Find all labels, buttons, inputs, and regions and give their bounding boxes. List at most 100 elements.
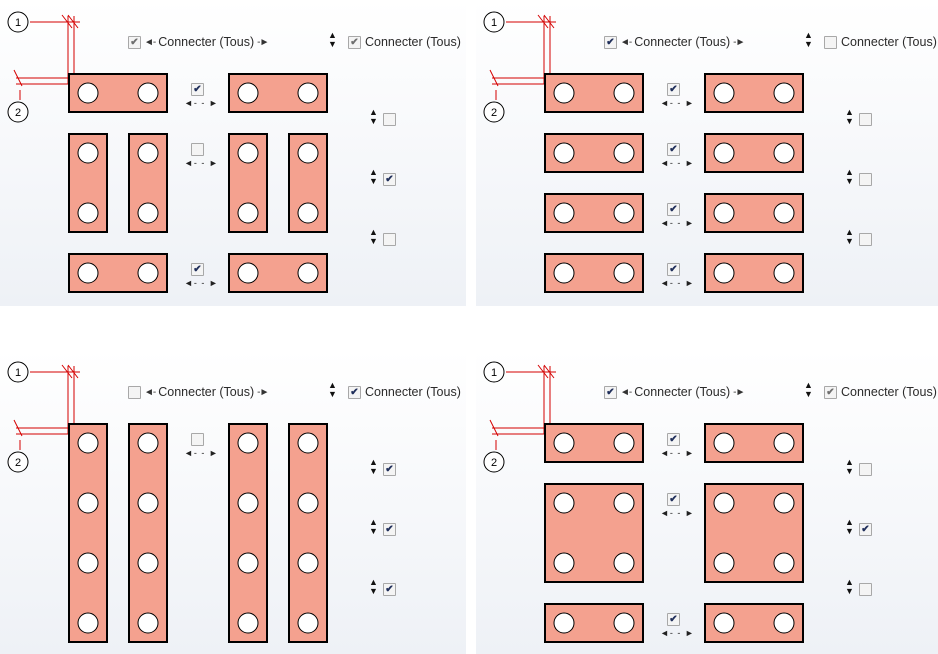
top-connect-checkbox[interactable] [604, 385, 617, 399]
row-connect-checkbox[interactable] [667, 143, 680, 156]
side-connect-checkbox[interactable] [383, 173, 396, 186]
bolt-hole [713, 142, 735, 164]
right-connect-control[interactable]: Connecter (Tous) [348, 385, 461, 399]
bolt-hole [137, 262, 159, 284]
bolt-hole [613, 82, 635, 104]
left-arrow-icon: ◄- [620, 386, 632, 398]
row-connect-checkbox[interactable] [191, 433, 204, 446]
row-connect-checkbox[interactable] [191, 263, 204, 276]
up-down-arrows-icon: ▲▼ [804, 380, 813, 399]
up-down-arrows-icon: ▲▼ [369, 577, 378, 596]
bolt-hole [713, 432, 735, 454]
right-connect-checkbox[interactable] [824, 385, 837, 399]
dimension-lines [13, 364, 90, 450]
bolt-hole [137, 432, 159, 454]
bolt-hole [773, 432, 795, 454]
right-connect-label: Connecter (Tous) [841, 35, 937, 49]
marker-1-label: 1 [15, 17, 21, 29]
bolt-hole [137, 202, 159, 224]
side-connect-checkbox[interactable] [859, 173, 872, 186]
bolt-hole [237, 552, 259, 574]
h-arrows-icon: ◄- - ► [660, 158, 695, 168]
top-connect-checkbox[interactable] [128, 35, 141, 49]
side-connect-checkbox[interactable] [859, 113, 872, 126]
side-connect-checkbox[interactable] [383, 523, 396, 536]
bolt-hole [553, 492, 575, 514]
side-connect-checkbox[interactable] [859, 583, 872, 596]
right-connect-checkbox[interactable] [348, 385, 361, 399]
bolt-hole [77, 432, 99, 454]
h-arrows-icon: ◄- - ► [184, 278, 219, 288]
side-connect-checkbox[interactable] [859, 233, 872, 246]
up-down-arrows-icon: ▲▼ [369, 107, 378, 126]
h-arrows-icon: ◄- - ► [184, 448, 219, 458]
row-connect-checkbox[interactable] [667, 433, 680, 446]
bolt-hole [613, 492, 635, 514]
right-connect-label: Connecter (Tous) [841, 385, 937, 399]
bolt-hole [713, 492, 735, 514]
top-connect-control[interactable]: ◄- Connecter (Tous) -► [604, 385, 747, 399]
row-connect-checkbox[interactable] [667, 203, 680, 216]
side-connect-checkbox[interactable] [383, 233, 396, 246]
row-connect-checkbox[interactable] [191, 83, 204, 96]
top-connect-control[interactable]: ◄- Connecter (Tous) -► [128, 385, 271, 399]
row-connect-checkbox[interactable] [667, 613, 680, 626]
side-connect-checkbox[interactable] [383, 463, 396, 476]
marker-1 [7, 11, 29, 33]
side-connect-checkbox[interactable] [859, 523, 872, 536]
marker-1-label: 1 [491, 17, 497, 29]
h-arrows-icon: ◄- - ► [660, 508, 695, 518]
bolt-hole [713, 612, 735, 634]
right-connect-checkbox[interactable] [348, 35, 361, 49]
bolt-hole [137, 142, 159, 164]
left-arrow-icon: ◄- [144, 386, 156, 398]
row-connect-checkbox[interactable] [191, 143, 204, 156]
marker-1-label: 1 [491, 367, 497, 379]
right-connect-checkbox[interactable] [824, 35, 837, 49]
bolt-holes [553, 82, 795, 284]
up-down-arrows-icon: ▲▼ [369, 517, 378, 536]
right-connect-label: Connecter (Tous) [365, 385, 461, 399]
bolt-hole [713, 82, 735, 104]
top-connect-control[interactable]: ◄- Connecter (Tous) -► [604, 35, 747, 49]
top-connect-control[interactable]: ◄- Connecter (Tous) -► [128, 35, 271, 49]
h-arrows-icon: ◄- - ► [660, 218, 695, 228]
right-connect-control[interactable]: Connecter (Tous) [824, 35, 937, 49]
panel-4: 1 2 ◄- Connecter (Tous) -► ▲▼ Connecter … [476, 350, 938, 654]
bolt-hole [77, 492, 99, 514]
bolt-hole [613, 202, 635, 224]
bolt-hole [77, 552, 99, 574]
marker-2 [483, 101, 505, 123]
row-connect-checkbox[interactable] [667, 83, 680, 96]
marker-2 [7, 101, 29, 123]
right-connect-control[interactable]: Connecter (Tous) [824, 385, 937, 399]
side-connect-checkbox[interactable] [383, 113, 396, 126]
up-down-arrows-icon: ▲▼ [845, 577, 854, 596]
bolt-hole [237, 492, 259, 514]
top-connect-checkbox[interactable] [604, 35, 617, 49]
plate-diagram: 1 2 [7, 11, 328, 293]
bolt-hole [553, 612, 575, 634]
plate [68, 423, 108, 643]
h-arrows-icon: ◄- - ► [660, 278, 695, 288]
row-connect-checkbox[interactable] [667, 493, 680, 506]
top-connect-label: Connecter (Tous) [158, 385, 255, 399]
bolt-hole [713, 552, 735, 574]
marker-2-label: 2 [491, 457, 497, 469]
bolt-hole [773, 492, 795, 514]
side-connect-checkbox[interactable] [383, 583, 396, 596]
row-connect-checkbox[interactable] [667, 263, 680, 276]
panel-2: 1 2 ◄- Connecter (Tous) -► ▲▼ Connecter [476, 0, 938, 306]
marker-2-label: 2 [491, 107, 497, 119]
side-connect-checkbox[interactable] [859, 463, 872, 476]
bolt-hole [553, 262, 575, 284]
up-down-arrows-icon: ▲▼ [328, 30, 337, 49]
top-connect-checkbox[interactable] [128, 385, 141, 399]
bolt-hole [297, 142, 319, 164]
bolt-hole [713, 262, 735, 284]
bolt-hole [77, 202, 99, 224]
right-connect-control[interactable]: Connecter (Tous) [348, 35, 461, 49]
right-arrow-icon: -► [257, 36, 269, 48]
bolt-hole [553, 142, 575, 164]
up-down-arrows-icon: ▲▼ [804, 30, 813, 49]
